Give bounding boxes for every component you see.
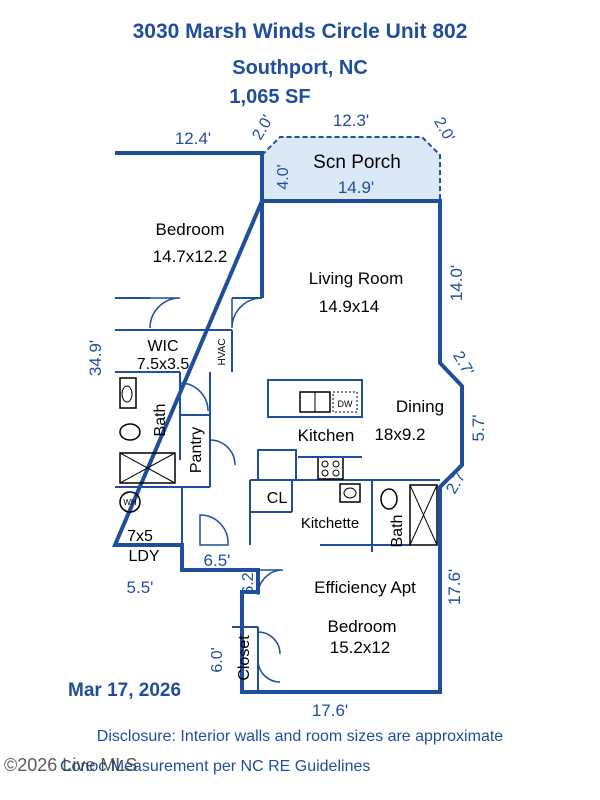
dim-porch-side: 4.0' <box>275 164 292 189</box>
dishwasher-icon <box>332 391 358 413</box>
ldy-size: 7x5 <box>127 528 153 545</box>
wic-size: 7.5x3.5 <box>137 356 190 373</box>
dim-porch-top: 12.3' <box>333 111 369 130</box>
dim-porch-left-diag: 2.0' <box>249 113 276 143</box>
interior-walls <box>115 297 440 692</box>
measurement-text: Conoc Measurement per NC RE Guidelines <box>60 758 371 775</box>
dim-porch-right-diag: 2.0' <box>430 115 457 145</box>
hvac-label: HVAC <box>217 338 228 365</box>
copyright-watermark: ©2026 Live MLS <box>4 755 138 775</box>
porch-label: Scn Porch <box>313 152 401 173</box>
disclosure-text: Disclosure: Interior walls and room size… <box>96 728 504 745</box>
efficiency-label: Efficiency Apt <box>314 578 416 597</box>
ldy-label: LDY <box>128 548 159 565</box>
toilet-icon <box>119 423 141 441</box>
bedroom2-size: 15.2x12 <box>330 638 391 657</box>
city-title: Southport, NC <box>232 57 368 79</box>
closet-label: Closet <box>236 635 253 681</box>
dim-right-upper: 14.0' <box>447 265 466 301</box>
square-footage: 1,065 SF <box>229 86 311 108</box>
dim-porch-bottom: 14.9' <box>338 178 374 197</box>
dim-right-mid: 5.7' <box>469 415 488 442</box>
date-label: Mar 17, 2026 <box>68 680 182 701</box>
bedroom2-label: Bedroom <box>328 617 397 636</box>
toilet2-icon <box>380 488 398 510</box>
kitchen-island <box>267 379 363 418</box>
fridge-icon <box>257 449 297 481</box>
bedroom-size: 14.7x12.2 <box>153 247 228 266</box>
living-size: 14.9x14 <box>319 297 380 316</box>
dining-label: Dining <box>396 397 444 416</box>
water-heater-icon <box>119 491 141 513</box>
vanity-icon <box>119 377 137 409</box>
dim-left: 34.9' <box>86 340 105 376</box>
living-label: Living Room <box>309 269 404 288</box>
bedroom-label: Bedroom <box>156 220 225 239</box>
bath-label: Bath <box>152 404 169 437</box>
dim-bottom: 17.6' <box>312 701 348 720</box>
pantry-label: Pantry <box>188 427 205 473</box>
shower-icon <box>119 452 176 484</box>
dim-right-lower: 17.6' <box>445 569 464 605</box>
address-title: 3030 Marsh Winds Circle Unit 802 <box>132 20 468 43</box>
wic-label: WIC <box>147 338 178 355</box>
dim-top-left: 12.4' <box>175 129 211 148</box>
stove-icon <box>317 456 344 480</box>
dim-step-horiz: 6.5' <box>204 551 231 570</box>
dw-label: DW <box>338 399 353 409</box>
dining-size: 18x9.2 <box>374 425 425 444</box>
dim-closet-side: 6.0' <box>209 647 226 672</box>
wh-label: WH <box>123 498 137 507</box>
dim-right-diag2: 2.7' <box>443 467 470 497</box>
door-swings <box>149 297 284 683</box>
dim-bottom-left: 5.5' <box>127 578 154 597</box>
kitchette-label: Kitchette <box>301 515 359 532</box>
kitchette-sink-icon <box>339 483 361 503</box>
closet-cl-label: CL <box>267 490 288 507</box>
bath2-label: Bath <box>389 515 406 548</box>
shower2-icon <box>409 484 438 546</box>
kitchen-label: Kitchen <box>298 426 355 445</box>
dim-step-vert: 6.2' <box>240 569 257 594</box>
